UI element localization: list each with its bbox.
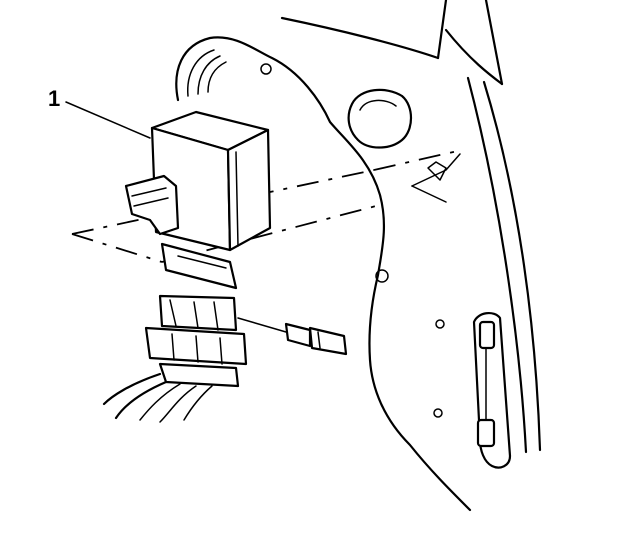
control-module [124,110,272,290]
callout-1: 1 [48,86,151,139]
mounting-clip [411,153,461,203]
side-handle-slot [472,312,512,469]
panel-oval-opening [347,88,413,149]
callout-label-1: 1 [48,86,60,111]
inner-panel [175,36,472,512]
harness-wires [102,372,213,423]
body-pillar-lines [280,0,542,454]
harness-connector [144,294,248,388]
pigtail-connector [237,317,348,356]
